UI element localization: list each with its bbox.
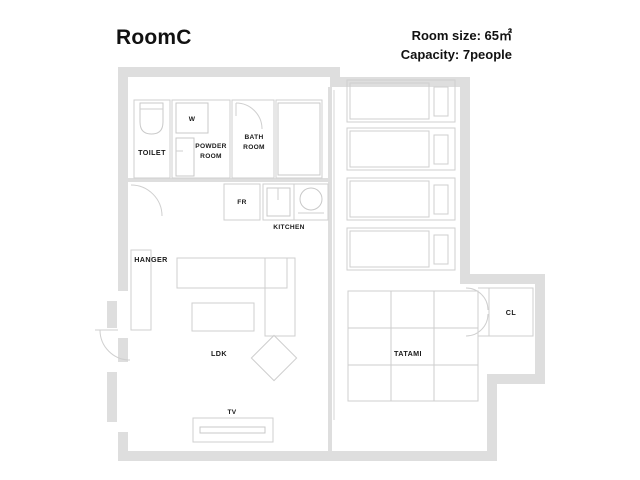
vanity-fixture [175,137,195,177]
label-closet: CL [506,308,517,317]
bed-1 [346,79,456,123]
page-title: RoomC [116,26,192,49]
bed-3-pillow [433,184,449,215]
room-tatami [347,290,479,402]
hanger-rack [130,249,152,331]
label-powder-room-line2: ROOM [200,153,222,160]
label-bath-room-line1: BATH [244,134,263,141]
room-toilet [133,99,171,179]
toilet-fixture [139,102,164,135]
fridge-fixture [223,183,261,221]
room-ldk [95,249,298,443]
closet-outline [488,287,534,337]
label-tv: TV [227,409,236,416]
bed-2-pillow [433,134,449,165]
label-toilet: TOILET [138,148,166,157]
room-kitchen [223,183,329,221]
closet-door-arc-bottom [465,313,489,337]
partition-wall-ldk-bedroom [328,87,335,451]
bathtub-fixture [277,102,321,176]
coffee-table [191,302,255,332]
sofa-horizontal [176,257,288,289]
washer-fixture [175,102,209,134]
bath-door-arc [235,102,263,130]
bed-4 [346,227,456,271]
bed-4-pillow [433,234,449,265]
label-bath-room-line2: ROOM [243,144,265,151]
label-kitchen: KITCHEN [273,224,304,231]
tv-screen [199,426,266,434]
bed-2 [346,127,456,171]
tatami-outline [347,290,479,402]
bed-1-pillow [433,86,449,117]
label-tatami: TATAMI [394,349,422,358]
stove-burner [299,187,323,211]
room-powder [171,99,231,179]
sofa-vertical [264,257,296,337]
bedroom-bed-area [346,79,456,271]
room-size-text: Room size: 65㎡ [411,28,512,43]
entrance-door-arc [99,329,131,361]
label-hanger: HANGER [134,255,168,264]
label-washer: W [189,116,196,123]
closet-door-arc-top [465,287,489,311]
diamond-side-table [250,334,298,382]
room-closet [465,287,534,337]
label-powder-room-line1: POWDER [195,143,226,150]
bed-3 [346,177,456,221]
label-fridge: FR [237,199,246,206]
tv-stand [192,417,274,443]
room-spec-block: Room size: 65㎡ Capacity: 7people [401,27,512,65]
stove-unit [293,183,329,221]
wet-room-block: TOILET W POWDER ROOM [128,99,330,217]
room-bath [231,99,323,179]
capacity-text: Capacity: 7people [400,46,512,62]
label-ldk: LDK [211,349,227,358]
hall-door-arc [130,184,163,217]
